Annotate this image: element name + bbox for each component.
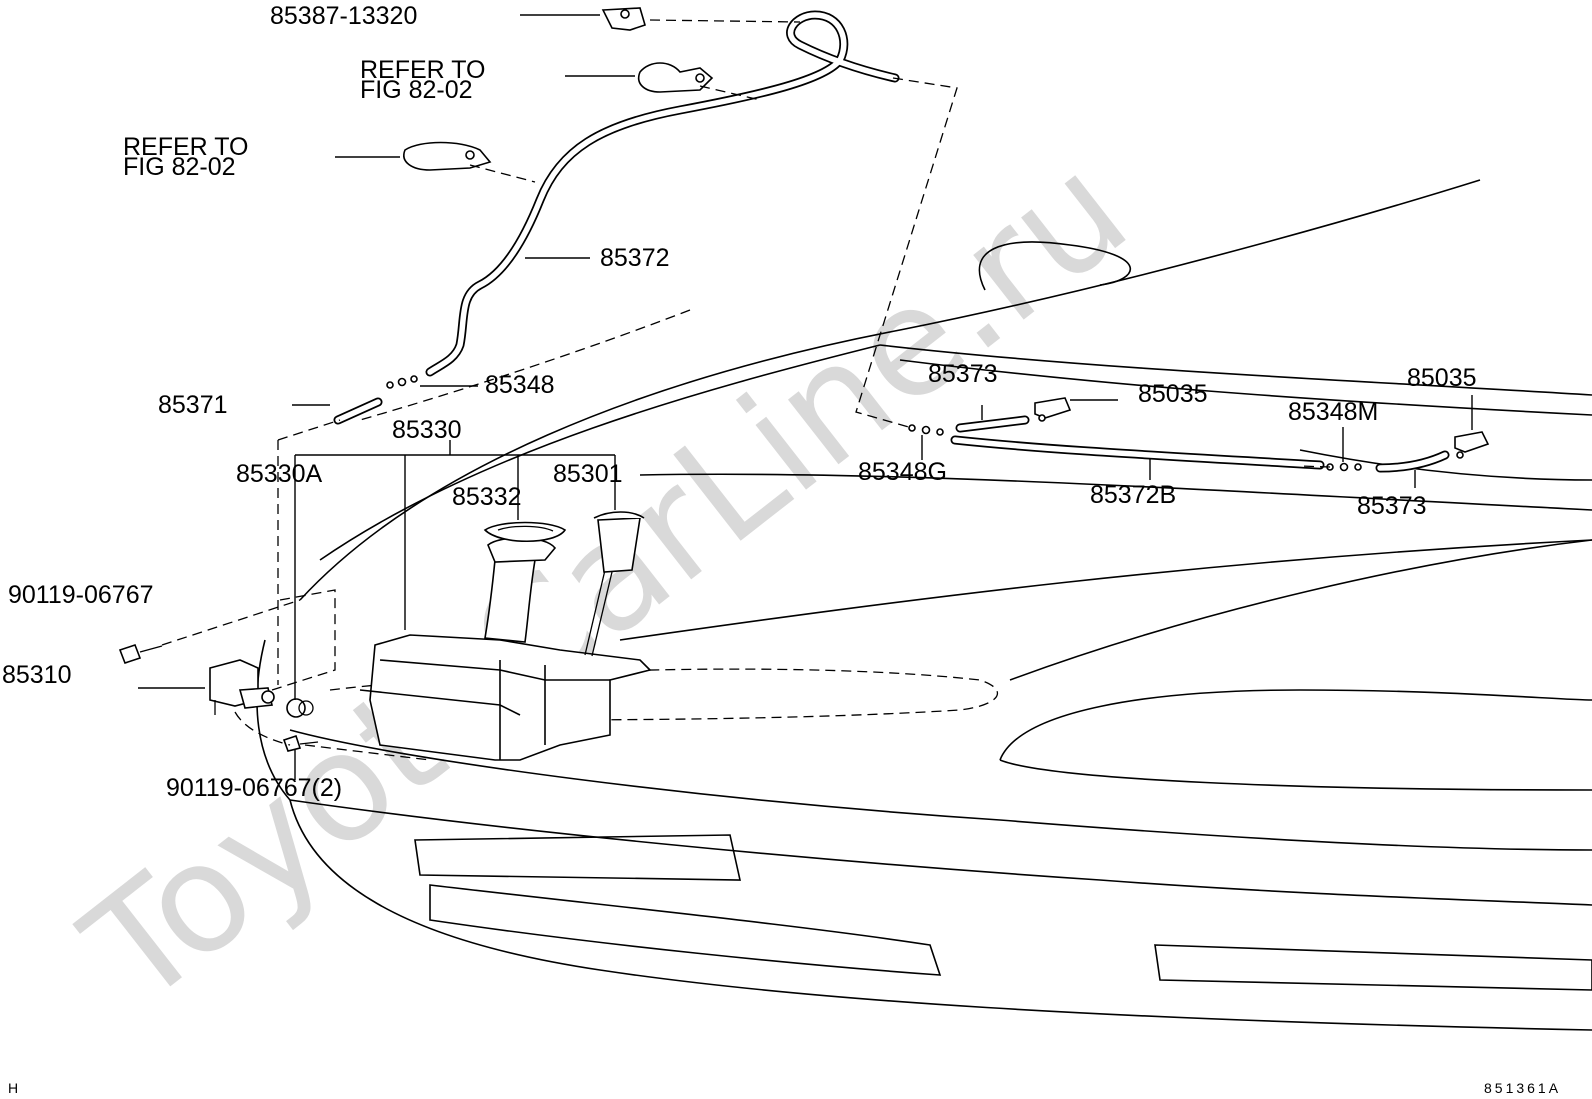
label-refer-to-2a: REFER TO	[123, 133, 249, 161]
washer-hose-85372B	[950, 435, 1325, 470]
label-85373-bottom: 85373	[1357, 492, 1427, 520]
bolt-90119-bottom	[282, 734, 319, 752]
figure-code: 851361A	[1484, 1080, 1561, 1096]
connector-85348M	[1326, 462, 1362, 472]
leader-lines	[138, 14, 1473, 780]
label-85348M: 85348M	[1288, 398, 1378, 426]
nozzle-85035-left	[1034, 397, 1072, 422]
washer-hose-85372	[425, 10, 900, 377]
washer-hose-85373-left	[955, 415, 1030, 433]
label-refer-to-1b: FIG 82-02	[360, 76, 473, 104]
label-85035-right: 85035	[1407, 364, 1477, 392]
label-90119-06767: 90119-06767	[8, 581, 154, 609]
label-85387-13320: 85387-13320	[270, 2, 417, 30]
label-85332: 85332	[452, 483, 522, 511]
connector-85348G	[908, 424, 944, 436]
label-85035-left: 85035	[1138, 380, 1208, 408]
bolt-90119-top	[118, 643, 163, 665]
connector-85348	[386, 375, 418, 389]
clamp-refer-2	[403, 141, 492, 171]
pump-85310	[209, 659, 275, 715]
washer-hose-85373-right	[1375, 450, 1450, 473]
label-85301: 85301	[553, 460, 623, 488]
label-85330A: 85330A	[236, 460, 323, 488]
label-refer-to-2b: FIG 82-02	[123, 153, 236, 181]
grommet-85330A	[286, 698, 314, 718]
label-85330: 85330	[392, 416, 462, 444]
label-85310: 85310	[2, 661, 72, 689]
label-90119-06767-2: 90119-06767(2)	[166, 774, 342, 802]
label-85348: 85348	[485, 371, 555, 399]
label-refer-to-1a: REFER TO	[360, 56, 486, 84]
clamp-refer-1	[638, 62, 714, 93]
reservoir-85301	[359, 511, 652, 761]
label-85372: 85372	[600, 244, 670, 272]
label-85371: 85371	[158, 391, 228, 419]
reference-lines	[161, 19, 1331, 761]
label-85373-top: 85373	[928, 360, 998, 388]
clip-85387	[601, 7, 646, 31]
footer-left-code: H	[8, 1080, 18, 1096]
part-labels: 85387-13320 REFER TO FIG 82-02 REFER TO …	[2, 2, 1477, 802]
nozzle-85035-right	[1454, 431, 1490, 459]
cap-85332	[483, 521, 567, 543]
washer-hose-85371	[333, 397, 383, 425]
label-85348G: 85348G	[858, 458, 947, 486]
label-85372B: 85372B	[1090, 481, 1176, 509]
vehicle-body-outline	[256, 179, 1592, 1031]
